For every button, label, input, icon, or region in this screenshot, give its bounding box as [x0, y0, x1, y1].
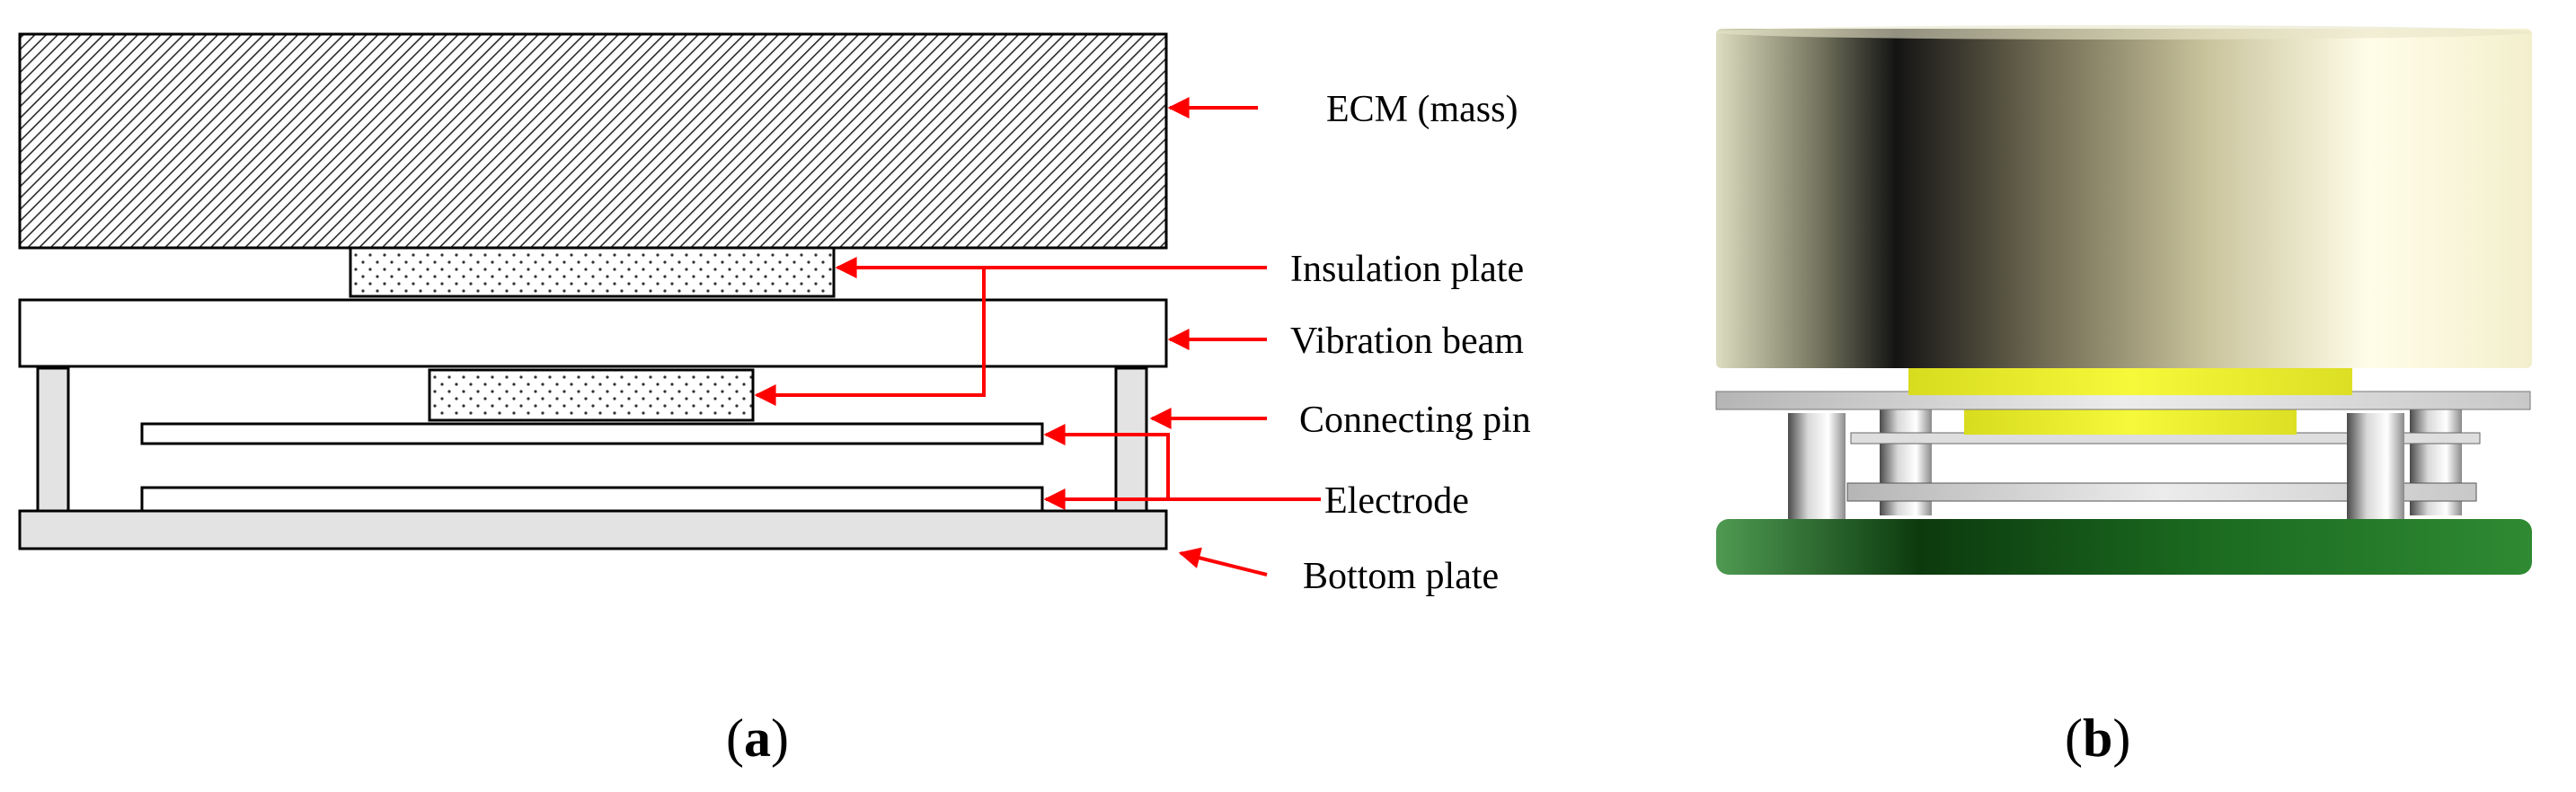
panel-label-b: (b): [2065, 708, 2130, 768]
label-connecting-pin: Connecting pin: [1299, 400, 1531, 441]
bottom-plate: [18, 509, 1168, 550]
arrow-electrode-upper: [1043, 424, 1321, 501]
arrow-insulation-lower: [754, 268, 986, 406]
insulation-plate-top: [349, 246, 836, 298]
label-vibration-beam: Vibration beam: [1290, 321, 1524, 362]
ecm-cylinder-top: [1716, 25, 2532, 40]
panel-a-leader-lines: [754, 97, 1321, 576]
yellow-spacer: [1964, 406, 2297, 435]
electrode-lower: [140, 486, 1044, 513]
vibration-beam: [18, 298, 1168, 368]
yellow-insulation: [1908, 365, 2352, 395]
panel-label-a: (a): [726, 708, 789, 768]
label-bottom-plate: Bottom plate: [1303, 556, 1499, 597]
label-ecm: ECM (mass): [1326, 89, 1518, 130]
connecting-pin-right: [1114, 366, 1148, 514]
panel-a-labels: ECM (mass) Insulation plate Vibration be…: [1290, 89, 1531, 597]
pillar-front-right: [2347, 413, 2404, 519]
panel-a-schematic: [18, 32, 1168, 550]
label-insulation-plate: Insulation plate: [1290, 249, 1524, 290]
label-electrode: Electrode: [1324, 480, 1469, 522]
ecm-mass-block: [18, 32, 1168, 250]
panel-b-render: [1715, 25, 2532, 575]
pcb-base: [1716, 519, 2532, 575]
electrode-plate-3d: [1846, 482, 2477, 502]
connecting-pin-left: [36, 366, 70, 514]
electrode-upper: [140, 422, 1044, 445]
insulation-plate-lower: [428, 368, 755, 422]
arrow-bottom-plate: [1178, 547, 1268, 576]
ecm-cylinder: [1716, 29, 2532, 368]
pillar-front-left: [1788, 413, 1846, 519]
panel-label-b-letter: b: [2083, 708, 2112, 768]
panel-label-a-letter: a: [744, 708, 771, 768]
